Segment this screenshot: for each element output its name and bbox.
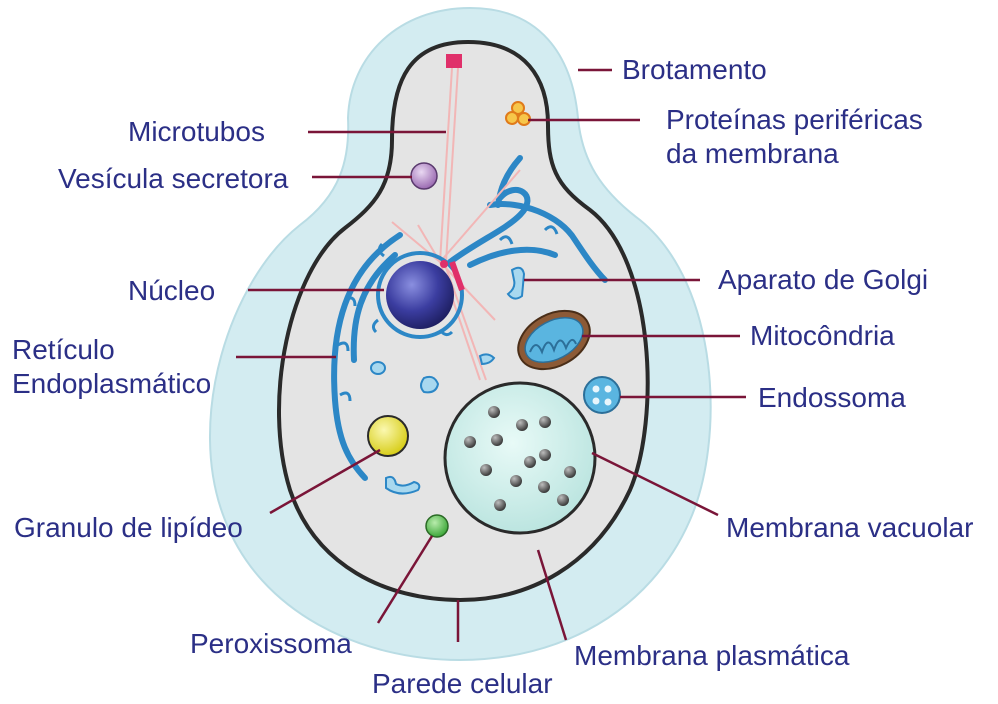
lipid-granule <box>368 416 408 456</box>
secretory-vesicle <box>411 163 437 189</box>
label-reticulo-line2: Endoplasmático <box>12 368 211 400</box>
label-granulo: Granulo de lipídeo <box>14 512 243 544</box>
label-parede: Parede celular <box>372 668 553 700</box>
label-proteinas-line2: da membrana <box>666 138 839 170</box>
label-proteinas-line1: Proteínas periféricas <box>666 104 923 136</box>
label-brotamento: Brotamento <box>622 54 767 86</box>
label-vesicula: Vesícula secretora <box>58 163 288 195</box>
plasma-membrane <box>279 42 648 600</box>
label-peroxissoma: Peroxissoma <box>190 628 352 660</box>
label-mitocondria: Mitocôndria <box>750 320 895 352</box>
label-membrana-vacuolar: Membrana vacuolar <box>726 512 973 544</box>
label-reticulo-line1: Retículo <box>12 334 115 366</box>
endosome <box>584 377 620 413</box>
label-golgi: Aparato de Golgi <box>718 264 928 296</box>
label-membrana-plasmatica: Membrana plasmática <box>574 640 849 672</box>
label-microtubos: Microtubos <box>128 116 265 148</box>
label-endossoma: Endossoma <box>758 382 906 414</box>
spindle-pole-body-top <box>446 54 462 68</box>
vacuole <box>445 383 595 533</box>
label-nucleo: Núcleo <box>128 275 215 307</box>
peroxisome <box>426 515 448 537</box>
